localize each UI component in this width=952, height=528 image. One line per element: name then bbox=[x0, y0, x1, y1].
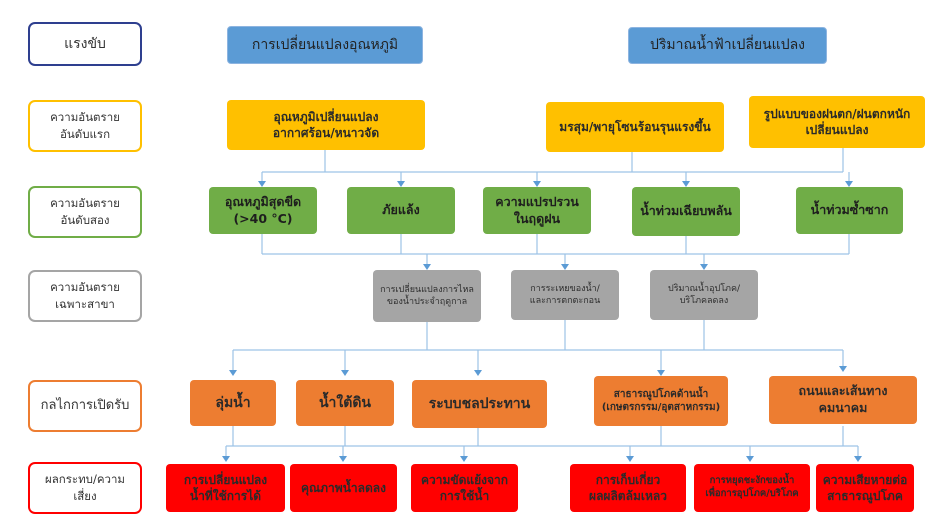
secondary-hazard-extreme-temperature: อุณหภูมิสุดขีด (>40 °C) bbox=[209, 187, 317, 234]
arrowhead bbox=[423, 264, 431, 270]
arrowhead bbox=[700, 264, 708, 270]
arrowhead bbox=[657, 370, 665, 376]
secondary-hazard-flash-flood: น้ำท่วมเฉียบพลัน bbox=[632, 187, 740, 236]
exposure-water-utilities: สาธารณูปโภคด้านน้ำ (เกษตรกรรม/อุตสาหกรรม… bbox=[594, 376, 728, 426]
level-label-sector-hazard: ความอันตราย เฉพาะสาขา bbox=[28, 270, 142, 322]
level-label-impact: ผลกระทบ/ความ เสี่ยง bbox=[28, 462, 142, 514]
exposure-irrigation-system: ระบบชลประทาน bbox=[412, 380, 547, 428]
arrowhead bbox=[229, 370, 237, 376]
impact-supply-disruption: การหยุดชะงักของน้ำ เพื่อการอุปโภค/บริโภค bbox=[694, 464, 810, 512]
level-label-exposure: กลไกการเปิดรับ bbox=[28, 380, 142, 432]
primary-hazard-rainfall-pattern: รูปแบบของฝนตก/ฝนตกหนัก เปลี่ยนแปลง bbox=[749, 96, 925, 148]
arrowhead bbox=[258, 181, 266, 187]
impact-water-use-conflict: ความขัดแย้งจาก การใช้น้ำ bbox=[411, 464, 518, 512]
arrowhead bbox=[839, 366, 847, 372]
arrowhead bbox=[533, 181, 541, 187]
level-label-secondary-hazard: ความอันตราย อันดับสอง bbox=[28, 186, 142, 238]
secondary-hazard-seasonal-variability: ความแปรปรวน ในฤดูฝน bbox=[483, 187, 591, 234]
secondary-hazard-drought: ภัยแล้ง bbox=[347, 187, 455, 234]
primary-hazard-temperature-extremes: อุณหภูมิเปลี่ยนแปลง อากาศร้อน/หนาวจัด bbox=[227, 100, 425, 150]
secondary-hazard-repeated-flood: น้ำท่วมซ้ำซาก bbox=[796, 187, 903, 234]
impact-water-quality-decline: คุณภาพน้ำลดลง bbox=[290, 464, 397, 512]
arrowhead bbox=[474, 370, 482, 376]
arrowhead bbox=[341, 370, 349, 376]
arrowhead bbox=[397, 181, 405, 187]
impact-usable-water-change: การเปลี่ยนแปลง น้ำที่ใช้การได้ bbox=[166, 464, 285, 512]
driver-temperature-change: การเปลี่ยนแปลงอุณหภูมิ bbox=[227, 26, 423, 64]
arrowhead bbox=[746, 456, 754, 462]
arrowhead bbox=[626, 456, 634, 462]
exposure-roads-transport: ถนนและเส้นทาง คมนาคม bbox=[769, 376, 917, 424]
sector-hazard-consumption-decrease: ปริมาณน้ำอุปโภค/ บริโภคลดลง bbox=[650, 270, 758, 320]
level-label-primary-hazard: ความอันตราย อันดับแรก bbox=[28, 100, 142, 152]
driver-precipitation-change: ปริมาณน้ำฟ้าเปลี่ยนแปลง bbox=[628, 27, 827, 64]
arrowhead bbox=[682, 181, 690, 187]
arrowhead bbox=[854, 456, 862, 462]
arrowhead bbox=[460, 456, 468, 462]
impact-crop-failure: การเก็บเกี่ยว ผลผลิตล้มเหลว bbox=[570, 464, 686, 512]
arrowhead bbox=[561, 264, 569, 270]
arrowhead bbox=[845, 181, 853, 187]
arrowhead bbox=[222, 456, 230, 462]
sector-hazard-evaporation-sedimentation: การระเหยของน้ำ/ และการตกตะกอน bbox=[511, 270, 619, 320]
exposure-river-basin: ลุ่มน้ำ bbox=[190, 380, 276, 426]
arrowhead bbox=[339, 456, 347, 462]
exposure-groundwater: น้ำใต้ดิน bbox=[296, 380, 394, 426]
sector-hazard-seasonal-flow-change: การเปลี่ยนแปลงการไหล ของน้ำประจำฤดูกาล bbox=[373, 270, 481, 322]
level-label-driver: แรงขับ bbox=[28, 22, 142, 66]
primary-hazard-storms: มรสุม/พายุโซนร้อนรุนแรงขึ้น bbox=[546, 102, 724, 152]
impact-utility-damage: ความเสียหายต่อ สาธารณูปโภค bbox=[816, 464, 914, 512]
